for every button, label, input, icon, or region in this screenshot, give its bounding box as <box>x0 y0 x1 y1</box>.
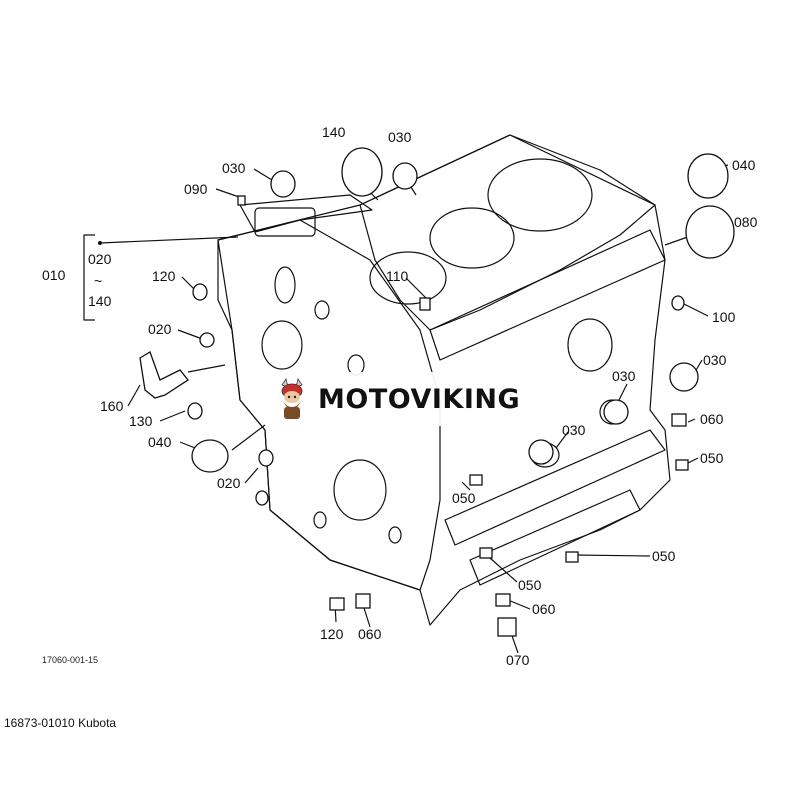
callout-020-range: 020 <box>88 251 112 267</box>
dowel-130 <box>187 402 203 420</box>
callout-range-tilde: ~ <box>94 273 103 289</box>
cap-080 <box>685 205 735 259</box>
watermark-brand: MOTOVIKING <box>318 383 521 415</box>
viking-mascot-icon <box>272 377 312 421</box>
plug-060-bottom <box>355 593 371 609</box>
pin-110 <box>419 297 431 311</box>
plug-030-lower <box>528 439 554 465</box>
pin-020-lower-b <box>255 490 269 506</box>
plug-030-left <box>270 170 296 198</box>
front-hole-7 <box>388 526 402 544</box>
callout-100: 100 <box>712 309 736 325</box>
pin-100 <box>671 295 685 311</box>
figure-code: 17060-001-15 <box>42 655 99 665</box>
callout-030-lower: 030 <box>562 422 586 438</box>
callout-140-range: 140 <box>88 293 112 309</box>
watermark: MOTOVIKING <box>268 372 534 426</box>
mount-bracket <box>239 194 373 233</box>
cap-140 <box>341 147 383 197</box>
bolt-120-bottom <box>329 597 345 611</box>
callout-090: 090 <box>184 181 208 197</box>
callout-070: 070 <box>506 652 530 668</box>
callout-030-right: 030 <box>703 352 727 368</box>
plug-120-left <box>192 283 208 301</box>
pin-090 <box>237 195 246 206</box>
front-hole-2 <box>333 459 387 521</box>
callout-030-left: 030 <box>222 160 246 176</box>
plug-060-right <box>671 413 687 427</box>
callout-020-lower: 020 <box>217 475 241 491</box>
cylinder-bore-2 <box>429 207 515 269</box>
callout-010: 010 <box>42 267 66 283</box>
callout-040-right: 040 <box>732 157 756 173</box>
cap-040-right <box>687 153 729 199</box>
cylinder-bore-3 <box>369 251 447 305</box>
callout-130: 130 <box>129 413 153 429</box>
pin-020-mid <box>199 332 215 348</box>
callout-050-bottom: 050 <box>518 577 542 593</box>
front-plate <box>217 219 441 591</box>
callout-050-bottom-right: 050 <box>652 548 676 564</box>
plug-030-center <box>603 399 629 425</box>
plug-070 <box>497 617 517 637</box>
side-port-3 <box>567 318 613 372</box>
plug-030-right <box>669 362 699 392</box>
side-rail <box>429 229 666 361</box>
bracket-window <box>254 207 316 237</box>
range-bracket <box>83 234 95 321</box>
callout-040-left: 040 <box>148 434 172 450</box>
part-caption: 16873-01010 Kubota <box>4 716 117 730</box>
front-hole-3 <box>274 266 296 304</box>
callout-030-top: 030 <box>388 129 412 145</box>
callout-030-center: 030 <box>612 368 636 384</box>
oil-gallery <box>469 489 641 586</box>
callout-140: 140 <box>322 124 346 140</box>
plug-050-bottom <box>479 547 493 559</box>
cap-040-left <box>191 439 229 473</box>
pin-020-lower-a <box>258 449 274 467</box>
front-hole-1 <box>261 320 303 370</box>
callout-120-left: 120 <box>152 268 176 284</box>
lower-rail <box>444 429 666 546</box>
callout-050-center: 050 <box>452 490 476 506</box>
plug-030-top <box>392 162 418 190</box>
callout-020-mid: 020 <box>148 321 172 337</box>
front-hole-6 <box>313 511 327 529</box>
top-deck <box>359 134 656 331</box>
callout-060-bottom-center: 060 <box>532 601 556 617</box>
callout-080: 080 <box>734 214 758 230</box>
callout-120-bottom: 120 <box>320 626 344 642</box>
callout-050-right: 050 <box>700 450 724 466</box>
cylinder-bore-1 <box>487 158 593 232</box>
callout-060-right: 060 <box>700 411 724 427</box>
callout-160: 160 <box>100 398 124 414</box>
plug-050-right <box>675 459 689 471</box>
callout-110: 110 <box>386 268 409 284</box>
front-hole-4 <box>314 300 330 320</box>
fitting-160 <box>139 351 189 399</box>
plug-050-bottom-right <box>565 551 579 563</box>
callout-060-bottom: 060 <box>358 626 382 642</box>
plug-060-bottom-center <box>495 593 511 607</box>
plug-050-center <box>469 474 483 486</box>
